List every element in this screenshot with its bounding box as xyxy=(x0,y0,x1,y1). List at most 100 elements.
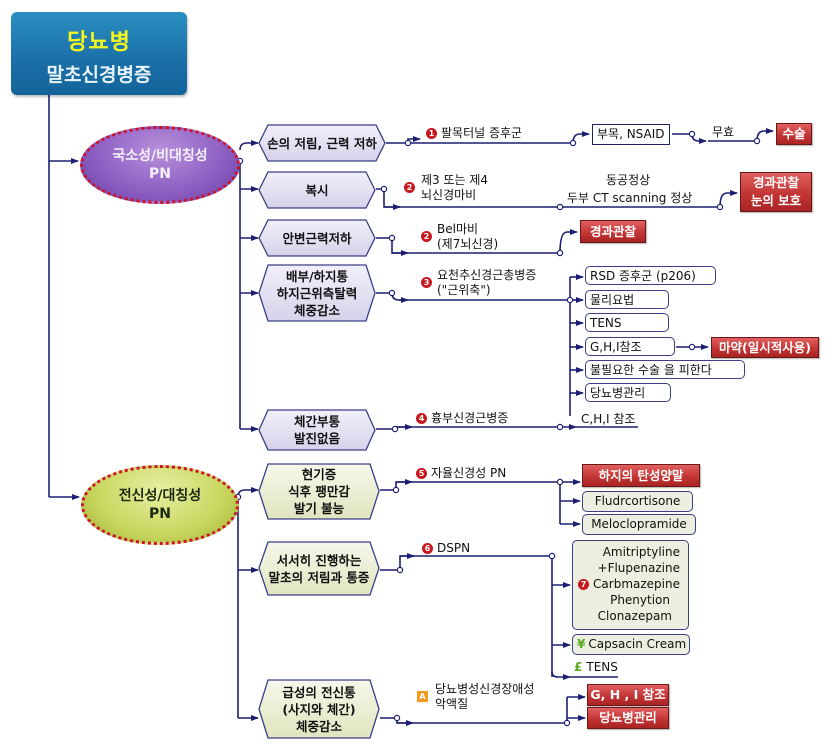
category-systemic-node[interactable]: 전신성/대칭성 PN xyxy=(81,465,239,545)
category-local-pn: PN xyxy=(149,166,171,182)
symptom-label: 복시 xyxy=(305,182,329,198)
symptom-eye-muscle-node[interactable]: 안변근력저하 xyxy=(258,219,376,257)
symptom-label: 급성의 전신통 (사지와 체간) 체중감소 xyxy=(282,684,355,735)
badge-7-icon: 7 xyxy=(578,579,590,590)
symptom-line: 배부/하지통 xyxy=(285,268,349,284)
badge-a-icon: A xyxy=(417,691,428,702)
symptom-line: 서서히 진행하는 xyxy=(276,552,362,568)
category-local-label: 국소성/비대칭성 xyxy=(112,148,208,164)
symptom-label: 손의 저림, 근력 저하 xyxy=(267,135,377,151)
symptom-label: 안변근력저하 xyxy=(282,230,352,246)
condition-ct-normal: 두부 CT scanning 정상 xyxy=(567,191,693,205)
drug-name: +Flupenazine xyxy=(597,561,680,575)
outcome-observe[interactable]: 경과관찰 xyxy=(580,220,646,243)
symptom-line: 급성의 전신통 xyxy=(282,684,356,700)
badge-3-icon: 3 xyxy=(421,277,432,288)
symptom-line: 말초의 저림과 통증 xyxy=(268,569,370,585)
badge-1-icon: 1 xyxy=(426,128,437,139)
diagnosis-thoracic: 4 흉부신경근병증 xyxy=(416,411,508,426)
diagnosis-carpal-tunnel: 1 팔목터널 증후군 xyxy=(426,126,522,141)
option-rsd[interactable]: RSD 증후군 (p206) xyxy=(585,266,716,285)
option-capsaicin-cream[interactable]: ¥Capsacin Cream xyxy=(572,634,690,655)
diagnosis-text: 자율신경성 PN xyxy=(431,466,507,480)
diagnosis-autonomic: 5 자율신경성 PN xyxy=(416,466,506,481)
diagnosis-cranial-nerve: 2 제3 또는 제4 뇌신경마비 xyxy=(404,173,488,203)
option-metoclopramide[interactable]: Meloclopramide xyxy=(582,514,696,535)
outcome-ghi-reference[interactable]: G, H , I 참조 xyxy=(587,684,669,706)
treatment-splint-nsaid[interactable]: 부목, NSAID xyxy=(592,124,670,145)
diagnosis-text: 악액질 xyxy=(435,697,469,711)
option-ghi-ref[interactable]: G,H,I참조 xyxy=(585,337,675,356)
diagnosis-text: 제3 또는 제4 xyxy=(421,173,489,187)
title-main: 당뇨병 xyxy=(67,30,131,55)
title-subtitle: 말초신경병증 xyxy=(46,64,152,86)
symptom-diplopia-node[interactable]: 복시 xyxy=(258,171,376,209)
option-diabetes-management[interactable]: 당뇨병관리 xyxy=(585,383,671,402)
yen-icon: ¥ xyxy=(577,637,586,651)
diagnosis-bell-palsy: 2 Bel마비 (제7뇌신경) xyxy=(421,222,498,252)
drug-name: Phenytion xyxy=(610,593,670,607)
badge-2-icon: 2 xyxy=(421,231,432,242)
drug-name: Carbmazepine xyxy=(593,577,680,591)
badge-2-icon: 2 xyxy=(404,182,415,193)
option-avoid-surgery[interactable]: 불필요한 수술 을 피한다 xyxy=(585,360,745,379)
badge-6-icon: 6 xyxy=(422,543,433,554)
symptom-line: 현기증 xyxy=(301,467,337,482)
option-compression-stockings[interactable]: 하지의 탄성양말 xyxy=(582,464,700,487)
symptom-line: 하지근위측탈력 xyxy=(276,285,358,301)
symptom-gradual-node[interactable]: 서서히 진행하는 말초의 저림과 통증 xyxy=(258,541,380,596)
diagnosis-text: ("근위축") xyxy=(437,283,491,297)
option-tens-dspn[interactable]: £TENS xyxy=(574,660,618,675)
diagnosis-dspn: 6 DSPN xyxy=(422,541,470,556)
badge-5-icon: 5 xyxy=(416,468,427,479)
option-fludrocortisone[interactable]: Fludrcortisone xyxy=(582,491,693,512)
option-label: Capsacin Cream xyxy=(588,637,687,651)
outcome-narcotics[interactable]: 마약(일시적사용) xyxy=(711,337,819,358)
outcome-line: 경과관찰 xyxy=(752,175,799,190)
condition-ineffective: 무효 xyxy=(712,125,735,139)
symptom-label: 배부/하지통 하지근위측탈력 체중감소 xyxy=(277,268,358,319)
symptom-line: 발기 불능 xyxy=(293,501,345,516)
diagnosis-lumbosacral: 3 요천추신경근총병증 ("근위축") xyxy=(421,268,536,298)
drug-name: Amitriptyline xyxy=(602,545,680,559)
symptom-label: 현기증 식후 팽만감 발기 불능 xyxy=(288,466,350,517)
drug-name: Clonazepam xyxy=(597,609,672,623)
outcome-surgery[interactable]: 수술 xyxy=(776,123,812,145)
category-systemic-pn: PN xyxy=(149,506,171,522)
pound-icon: £ xyxy=(574,660,583,674)
outcome-diabetes-management[interactable]: 당뇨병관리 xyxy=(587,707,669,729)
symptom-line: 체중감소 xyxy=(295,718,342,734)
diagnosis-text: DSPN xyxy=(437,541,471,555)
option-physiotherapy[interactable]: 물리요법 xyxy=(585,290,669,309)
symptom-trunk-node[interactable]: 체간부통 발진없음 xyxy=(258,409,376,451)
symptom-line: 체간부통 xyxy=(293,414,340,429)
symptom-line: 발진없음 xyxy=(293,431,340,446)
thoracic-reference: C,H,I 참조 xyxy=(581,412,636,426)
diagnosis-cachexia: A 당뇨병성신경장애성 악액질 xyxy=(417,682,534,712)
symptom-dizziness-node[interactable]: 현기증 식후 팽만감 발기 불능 xyxy=(258,463,380,520)
badge-4-icon: 4 xyxy=(416,413,427,424)
option-label: TENS xyxy=(586,660,618,674)
symptom-line: 체중감소 xyxy=(293,302,340,318)
symptom-hand-node[interactable]: 손의 저림, 근력 저하 xyxy=(258,124,386,162)
diagnosis-text: 흉부신경근병증 xyxy=(431,411,509,425)
outcome-observe-protect-eye[interactable]: 경과관찰 눈의 보호 xyxy=(740,172,812,212)
symptom-line: 식후 팽만감 xyxy=(288,484,350,499)
category-systemic-label: 전신성/대칭성 xyxy=(118,488,202,504)
diagnosis-text: 요천추신경근총병증 xyxy=(437,268,537,282)
diagnosis-text: (제7뇌신경) xyxy=(437,237,499,251)
symptom-line: (사지와 체간) xyxy=(282,701,356,717)
diagnosis-text: 뇌신경마비 xyxy=(421,188,477,202)
option-tens[interactable]: TENS xyxy=(585,313,669,332)
title-box: 당뇨병 말초신경병증 xyxy=(11,12,187,95)
category-local-node[interactable]: 국소성/비대칭성 PN xyxy=(80,126,240,204)
diagnosis-text: Bel마비 xyxy=(437,222,479,236)
diagnosis-text: 팔목터널 증후군 xyxy=(441,126,523,140)
diagnosis-text: 당뇨병성신경장애성 xyxy=(435,682,535,696)
symptom-label: 체간부통 발진없음 xyxy=(294,413,340,447)
symptom-acute-node[interactable]: 급성의 전신통 (사지와 체간) 체중감소 xyxy=(258,679,380,739)
symptom-abdominal-node[interactable]: 배부/하지통 하지근위측탈력 체중감소 xyxy=(258,264,376,322)
outcome-line: 눈의 보호 xyxy=(750,193,802,208)
